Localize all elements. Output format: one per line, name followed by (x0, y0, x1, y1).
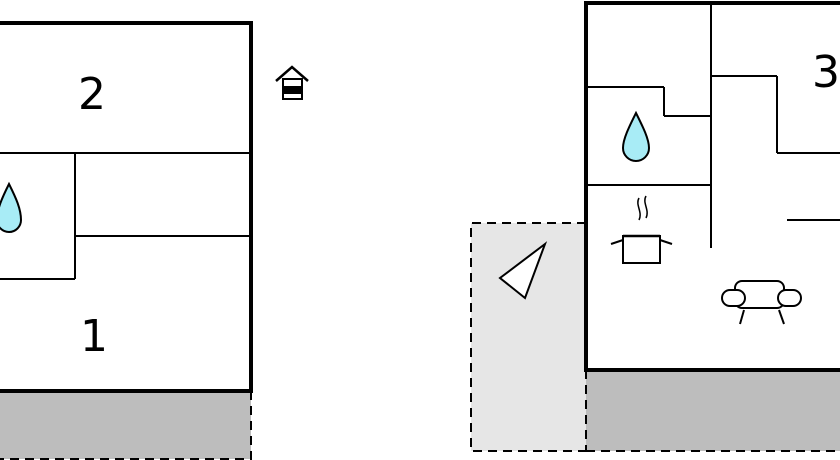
water-drop-icon (0, 181, 23, 233)
right-building-outline (584, 1, 840, 372)
terrace-triangle-icon (498, 241, 548, 300)
outdoor-area (0, 391, 251, 459)
room-label-1: 1 (80, 311, 108, 362)
right-floor-plan: 3 (470, 1, 840, 452)
room-label-3: 3 (812, 47, 840, 98)
room-label-2: 2 (78, 69, 106, 120)
water-drop-icon-right (621, 110, 651, 162)
sofa-icon (721, 280, 802, 325)
house-floor-icon (275, 65, 309, 100)
cooking-pot-icon (610, 195, 673, 264)
left-floor-plan: 2 1 (0, 21, 253, 460)
outdoor-area-right (586, 370, 840, 451)
left-building-outline (0, 21, 253, 393)
